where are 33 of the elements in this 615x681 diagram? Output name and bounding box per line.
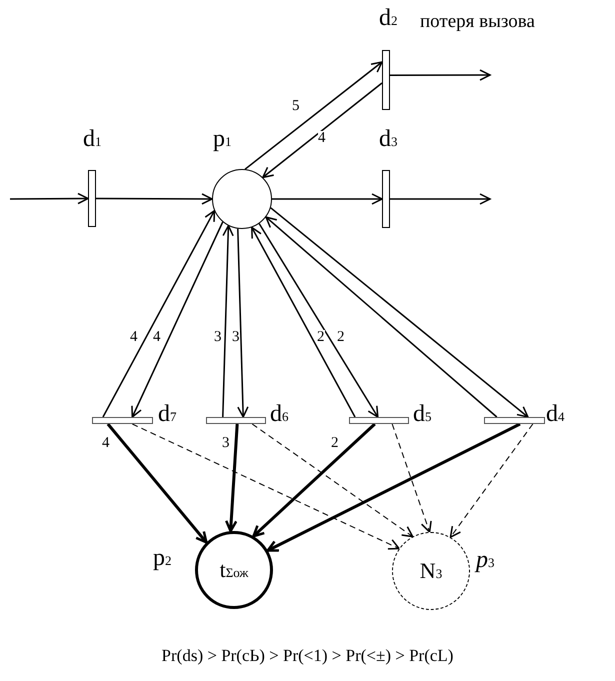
arrow xyxy=(262,82,382,178)
arrow xyxy=(390,69,491,81)
arrow xyxy=(106,423,208,544)
arrow xyxy=(251,226,356,418)
transition-bar xyxy=(206,417,266,424)
arrow xyxy=(237,228,249,418)
dashed-arrow xyxy=(132,424,400,550)
arrow xyxy=(131,222,224,418)
transition-bar xyxy=(88,170,96,227)
transition-bar xyxy=(382,170,390,228)
arrow xyxy=(252,422,376,538)
caption: Pr(ds) > Pr(cЬ) > Pr(<1) > Pr(<±) > Pr(cL) xyxy=(160,646,454,666)
dashed-arrow xyxy=(392,424,432,533)
arrow xyxy=(270,207,529,418)
arrow xyxy=(265,216,498,418)
transition-bar xyxy=(484,417,545,424)
arrow xyxy=(272,193,383,205)
arrow xyxy=(244,61,383,170)
transition-bar xyxy=(349,417,409,424)
place-circle xyxy=(212,169,272,229)
arrow xyxy=(390,193,491,205)
place-circle xyxy=(195,531,273,609)
arrow xyxy=(96,193,213,205)
dashed-arrow xyxy=(450,424,534,538)
arrow xyxy=(224,424,239,532)
arrow xyxy=(266,422,521,552)
arrow xyxy=(222,224,234,418)
arrow xyxy=(10,192,89,204)
transition-bar xyxy=(382,50,390,110)
dashed-arrow xyxy=(252,424,414,538)
arrow xyxy=(102,210,216,418)
transition-bar xyxy=(92,417,153,424)
arrow xyxy=(258,223,379,418)
